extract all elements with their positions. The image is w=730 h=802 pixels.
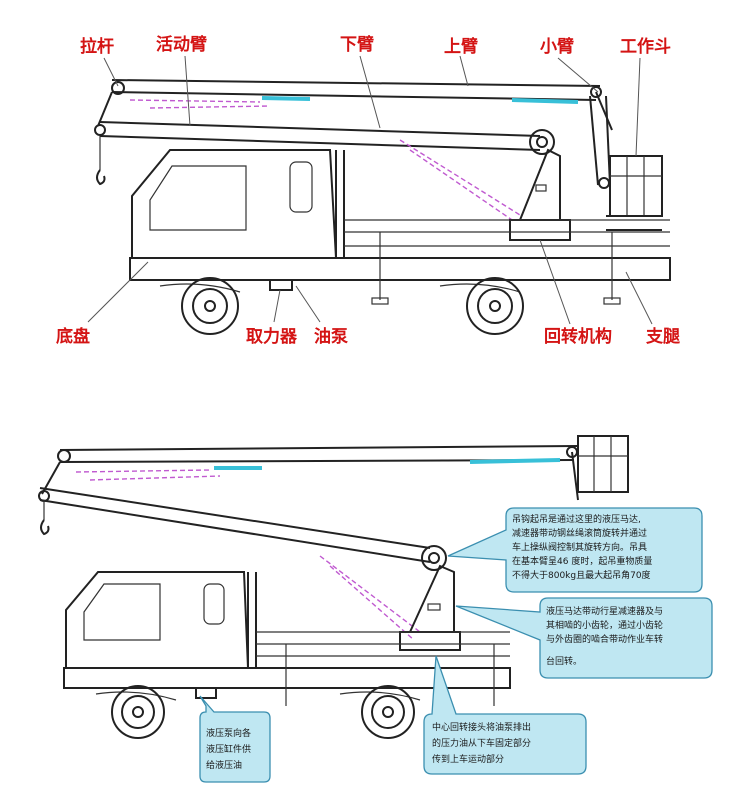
top-hook-icon [96, 136, 106, 186]
callout-slewing-line-3: 与外齿圈的啮合带动作业车转 [546, 633, 663, 645]
bottom-front-wheel [111, 685, 165, 739]
callout-pump-line-2: 液压缸件供 [206, 743, 251, 755]
bottom-chassis [63, 631, 511, 706]
label-oil-pump: 油泵 [314, 326, 348, 347]
bottom-slewing-structure [399, 545, 461, 651]
top-truck-diagram: 拉杆 活动臂 下臂 上臂 小臂 工作斗 底盘 取力器 油泵 回转机构 支腿 [56, 34, 680, 347]
label-small-arm: 小臂 [540, 36, 574, 57]
callout-hook-line-5: 不得大于800kg且最大起吊角70度 [512, 569, 651, 581]
callout-hook-line-4: 在基本臂呈46 度时，起吊重物质量 [512, 555, 652, 567]
bottom-truck-diagram: 吊钩起吊是通过这里的液压马达, 减速器带动钢丝绳滚筒旋转并通过 车上操纵阀控制其… [38, 435, 713, 783]
callout-pump-line-1: 液压泵向各 [206, 727, 251, 739]
label-outrigger: 支腿 [646, 326, 680, 347]
top-slewing-structure [509, 129, 571, 241]
callout-slewing: 液压马达带动行星减速器及与 其相啮的小齿轮，通过小齿轮 与外齿圈的啮合带动作业车… [455, 597, 713, 679]
bottom-hook-icon [40, 500, 50, 536]
bottom-lower-arm [38, 461, 431, 563]
callout-hook-line-1: 吊钩起吊是通过这里的液压马达, [512, 513, 641, 525]
top-rear-wheel [466, 277, 524, 335]
callout-pump: 液压泵向各 液压缸件供 给液压油 [199, 695, 271, 783]
label-upper-arm: 上臂 [444, 36, 478, 57]
label-work-bucket: 工作斗 [620, 36, 671, 57]
bottom-rear-wheel [361, 685, 415, 739]
callout-hook-line-2: 减速器带动钢丝绳滚筒旋转并通过 [512, 527, 647, 539]
callout-joint-line-1: 中心回转接头将油泵排出 [432, 721, 531, 733]
top-chassis [129, 219, 671, 305]
top-front-wheel [181, 277, 239, 335]
callout-slewing-line-2: 其相啮的小齿轮，通过小齿轮 [546, 619, 663, 631]
bottom-cab [65, 571, 257, 669]
label-slewing: 回转机构 [544, 326, 612, 347]
label-lower-arm: 下臂 [340, 34, 374, 55]
callout-slewing-line-4: 台回转。 [546, 655, 582, 667]
callout-joint-line-3: 传到上车运动部分 [432, 753, 504, 765]
top-lower-arm [94, 91, 541, 151]
top-pto [269, 279, 293, 291]
bottom-hydraulic-lines [75, 469, 421, 641]
callout-hook: 吊钩起吊是通过这里的液压马达, 减速器带动钢丝绳滚筒旋转并通过 车上操纵阀控制其… [447, 507, 703, 593]
label-pto: 取力器 [246, 326, 298, 347]
label-chassis: 底盘 [56, 326, 90, 347]
callout-slewing-line-1: 液压马达带动行星减速器及与 [546, 605, 663, 617]
callout-joint-line-2: 的压力油从下车固定部分 [432, 737, 531, 749]
callout-hook-line-3: 车上操纵阀控制其旋转方向。吊具 [512, 541, 647, 553]
top-upper-cylinder [511, 98, 579, 104]
callout-pump-line-3: 给液压油 [206, 759, 242, 771]
bottom-work-bucket [571, 435, 629, 501]
top-hydraulic-lines [129, 99, 521, 223]
top-leader-lines [87, 55, 653, 325]
bottom-upper-cylinder [469, 458, 561, 464]
label-pull-rod: 拉杆 [80, 36, 114, 57]
bottom-pto [195, 687, 217, 699]
top-work-bucket [606, 155, 663, 231]
label-movable-arm: 活动臂 [156, 34, 207, 55]
top-small-cylinder [261, 96, 311, 101]
top-cab [131, 149, 345, 259]
callout-joint: 中心回转接头将油泵排出 的压力油从下车固定部分 传到上车运动部分 [423, 655, 587, 775]
top-small-arm [589, 91, 613, 189]
top-upper-arm [111, 79, 602, 101]
